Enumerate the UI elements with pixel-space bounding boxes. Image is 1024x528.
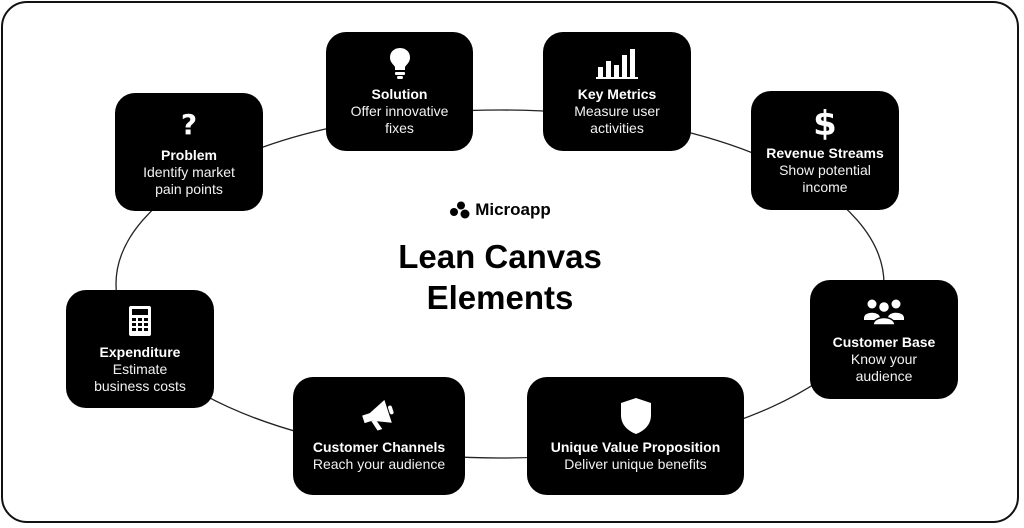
megaphone-icon [359,399,399,433]
card-customer-channels: Customer Channels Reach your audience [293,377,465,495]
shield-icon [619,398,653,434]
card-key-metrics: Key Metrics Measure user activities [543,32,691,151]
card-unique-value-proposition: Unique Value Proposition Deliver unique … [527,377,744,495]
card-description: Show potential income [779,162,871,195]
card-customer-base: Customer Base Know your audience [810,280,958,399]
card-description: Identify market pain points [143,163,235,197]
card-problem: ? Problem Identify market pain points [115,93,263,211]
card-title: Customer Base [832,334,936,350]
question-mark-icon: ? [177,107,201,141]
microapp-logo-icon [450,201,470,219]
card-expenditure: Expenditure Estimate business costs [66,290,214,408]
people-icon [862,294,906,328]
card-revenue-streams: $ Revenue Streams Show potential income [751,91,899,210]
card-title: Expenditure [99,343,181,360]
center-title-block: Microapp Lean Canvas Elements [360,200,640,318]
card-title: Solution [371,86,428,102]
card-title: Unique Value Proposition [550,439,721,455]
card-description: Reach your audience [312,456,446,472]
brand-logo: Microapp [360,200,640,220]
calculator-icon [128,304,152,338]
card-solution: Solution Offer innovative fixes [326,32,473,151]
card-title: Problem [160,146,217,163]
brand-name: Microapp [475,200,551,219]
card-title: Customer Channels [312,439,446,455]
card-description: Deliver unique benefits [564,456,707,472]
page-title: Lean Canvas Elements [398,238,602,316]
bar-chart-icon [595,46,639,80]
svg-text:$: $ [813,104,837,140]
card-description: Know your audience [850,351,918,384]
lightbulb-icon [388,46,412,80]
card-description: Estimate business costs [94,360,186,394]
card-description: Offer innovative fixes [350,103,449,136]
card-title: Key Metrics [577,86,657,102]
dollar-icon: $ [812,104,838,140]
card-description: Measure user activities [574,103,660,136]
card-title: Revenue Streams [766,145,884,161]
svg-text:?: ? [181,109,197,139]
